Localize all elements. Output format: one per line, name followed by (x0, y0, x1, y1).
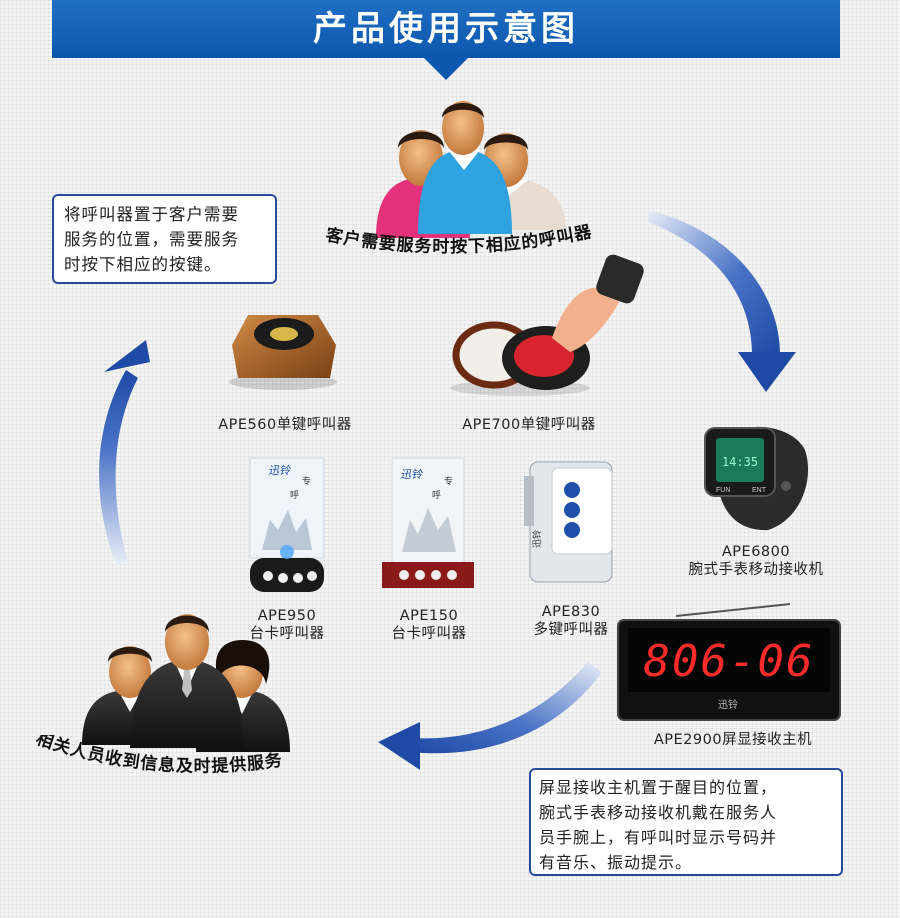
label-ape830: APE830 多键呼叫器 (516, 603, 626, 639)
ape560-device (229, 315, 337, 390)
caption-bottom-text: 相关人员收到信息及时提供服务 (33, 728, 283, 777)
watch-btn-ent: ENT (752, 487, 767, 494)
caption-top: 客户需要服务时按下相应的呼叫器 (320, 210, 660, 270)
label-ape150-model: APE150 (399, 608, 459, 624)
watch-time: 14:35 (722, 455, 758, 469)
customers-illustration (376, 101, 566, 238)
caption-top-text: 客户需要服务时按下相应的呼叫器 (323, 222, 593, 257)
ape950-brand: 迅铃 (268, 464, 291, 477)
led-display: 806-06 (644, 636, 815, 687)
label-ape150-desc: 台卡呼叫器 (391, 626, 467, 642)
ape830-device: 迅铃 (524, 461, 613, 583)
page-title: 产品使用示意图 (313, 9, 579, 49)
label-ape2900: APE2900屏显接收主机 (653, 732, 813, 748)
ape2900-brand: 迅铃 (718, 698, 738, 711)
ape150-slogan-1: 专 (444, 475, 453, 487)
label-ape6800-model: APE6800 (721, 544, 791, 560)
staff-illustration (82, 614, 290, 752)
label-ape700: APE700单键呼叫器 (462, 417, 596, 433)
ape2900-device: 806-06 迅铃 (617, 603, 841, 721)
arrow-bottom (378, 662, 602, 770)
note-left: 将呼叫器置于客户需要 服务的位置，需要服务 时按下相应的按键。 (52, 194, 277, 284)
note-right: 屏显接收主机置于醒目的位置， 腕式手表移动接收机戴在服务人 员手腕上，有呼叫时显… (529, 768, 843, 876)
label-ape830-model: APE830 (541, 604, 601, 620)
title-banner (52, 0, 840, 58)
svg-text:相关人员收到信息及时提供服务: 相关人员收到信息及时提供服务 (33, 735, 284, 777)
ape830-brand: 迅铃 (531, 530, 543, 548)
watch-btn-fun: FUN (716, 487, 730, 494)
svg-text:客户需要服务时按下相应的呼叫器: 客户需要服务时按下相应的呼叫器 (323, 222, 594, 257)
ape150-slogan-5: 呼 (432, 490, 441, 501)
note-right-line-1: 屏显接收主机置于醒目的位置， (539, 778, 778, 797)
note-left-line-3: 时按下相应的按键。 (64, 255, 222, 274)
label-ape950-desc: 台卡呼叫器 (249, 626, 325, 642)
ape6800-device: 14:35 FUN ENT (704, 426, 809, 531)
ape950-slogan-1: 专 (302, 475, 311, 487)
label-ape950-model: APE950 (257, 608, 317, 624)
note-right-line-3: 员手腕上，有呼叫时显示号码并 (539, 828, 778, 847)
ape950-slogan-5: 呼 (290, 490, 299, 501)
arrow-top-right (648, 210, 796, 392)
ape150-device: 迅铃 专 呼 (382, 457, 474, 588)
note-right-line-4: 有音乐、振动提示。 (539, 853, 693, 872)
ape950-device: 迅铃 专 呼 (249, 457, 325, 592)
caption-bottom: 相关人员收到信息及时提供服务 (30, 728, 350, 795)
note-left-line-1: 将呼叫器置于客户需要 (64, 205, 239, 224)
label-ape150: APE150 台卡呼叫器 (374, 607, 484, 643)
label-ape6800-desc: 腕式手表移动接收机 (688, 562, 824, 578)
arrow-left (99, 340, 150, 565)
note-left-line-2: 服务的位置，需要服务 (64, 230, 239, 249)
label-ape6800: APE6800 腕式手表移动接收机 (676, 543, 836, 579)
note-right-line-2: 腕式手表移动接收机戴在服务人 (539, 803, 778, 822)
ape700-device (450, 254, 644, 396)
label-ape560: APE560单键呼叫器 (218, 417, 352, 433)
label-ape830-desc: 多键呼叫器 (533, 622, 609, 638)
title-pointer (424, 58, 468, 80)
label-ape950: APE950 台卡呼叫器 (232, 607, 342, 643)
ape150-brand: 迅铃 (400, 468, 423, 481)
